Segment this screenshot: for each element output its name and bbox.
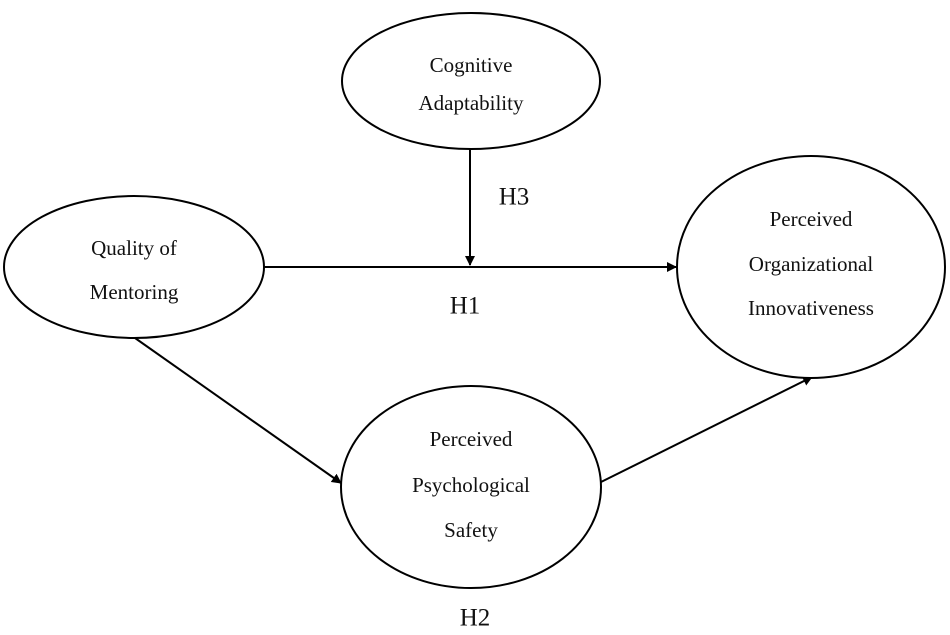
- node-perceived-organizational-innovativeness: Perceived Organizational Innovativeness: [676, 155, 946, 379]
- hypothesis-label-h3: H3: [499, 184, 530, 211]
- arrow-h2-mentoring-to-safety: [134, 337, 342, 484]
- node-perceived-psychological-safety: Perceived Psychological Safety: [340, 385, 602, 589]
- hypothesis-label-h2: H2: [460, 605, 491, 632]
- node-quality-of-mentoring-ellipse: [3, 195, 265, 339]
- node-quality-of-mentoring: Quality of Mentoring: [3, 195, 265, 339]
- node-perceived-organizational-innovativeness-line2: Organizational: [749, 252, 874, 276]
- node-perceived-psychological-safety-ellipse: [340, 385, 602, 589]
- node-quality-of-mentoring-line1: Quality of: [91, 236, 177, 260]
- arrow-h2-safety-to-innovativeness: [600, 376, 813, 483]
- node-cognitive-adaptability: Cognitive Adaptability: [341, 12, 601, 150]
- hypothesis-label-h1: H1: [450, 293, 481, 320]
- node-perceived-psychological-safety-line3: Safety: [444, 518, 498, 542]
- node-cognitive-adaptability-ellipse: [341, 12, 601, 150]
- node-perceived-organizational-innovativeness-line3: Innovativeness: [748, 296, 874, 320]
- node-cognitive-adaptability-line2: Adaptability: [419, 91, 524, 115]
- node-perceived-organizational-innovativeness-ellipse: [676, 155, 946, 379]
- node-perceived-psychological-safety-line2: Psychological: [412, 473, 530, 497]
- node-perceived-organizational-innovativeness-line1: Perceived: [770, 207, 853, 231]
- node-perceived-psychological-safety-line1: Perceived: [430, 427, 513, 451]
- node-quality-of-mentoring-line2: Mentoring: [90, 280, 179, 304]
- node-cognitive-adaptability-line1: Cognitive: [430, 53, 513, 77]
